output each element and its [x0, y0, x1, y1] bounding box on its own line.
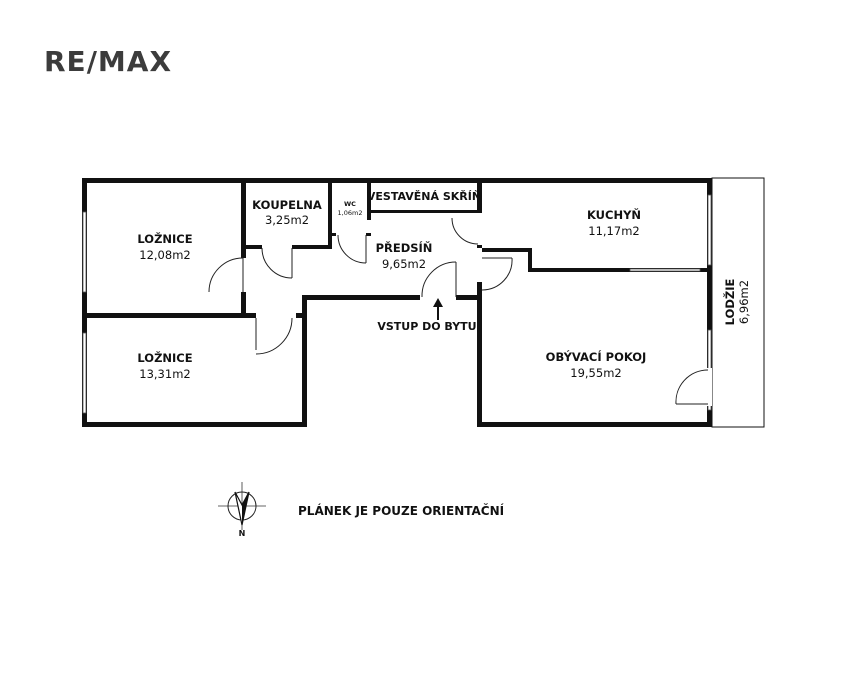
room-area-loznice-1: 12,08m2: [139, 248, 190, 262]
room-name-loznice-2: LOŽNICE: [137, 350, 192, 365]
room-area-predsin: 9,65m2: [382, 257, 426, 271]
room-area-kuchyn: 11,17m2: [588, 224, 639, 238]
remax-logo: RE/MAX: [44, 45, 172, 78]
room-name-predsin: PŘEDSÍŇ: [376, 240, 433, 255]
room-name-loznice-1: LOŽNICE: [137, 231, 192, 246]
compass-icon: [218, 482, 266, 530]
compass-north-label: N: [239, 529, 246, 538]
entrance-label: VSTUP DO BYTU: [377, 320, 476, 333]
entrance-arrow-icon: [433, 298, 443, 320]
room-name-obyvaci-pokoj: OBÝVACÍ POKOJ: [546, 349, 647, 364]
room-area-obyvaci-pokoj: 19,55m2: [570, 366, 621, 380]
room-name-wc: WC: [344, 200, 356, 208]
walls: [82, 177, 765, 428]
disclaimer-note: PLÁNEK JE POUZE ORIENTAČNÍ: [298, 503, 505, 518]
room-area-wc: 1,06m2: [338, 209, 363, 217]
room-name-lodzie: LODŽIE: [722, 279, 737, 326]
room-area-loznice-2: 13,31m2: [139, 367, 190, 381]
lodzie-label: LODŽIE 6,96m2: [722, 279, 751, 326]
room-area-lodzie: 6,96m2: [737, 280, 751, 324]
room-name-koupelna: KOUPELNA: [252, 198, 322, 212]
room-name-skrin: VESTAVĚNÁ SKŘÍŇ: [367, 190, 481, 203]
doors: [208, 213, 712, 406]
room-name-kuchyn: KUCHYŇ: [587, 207, 641, 222]
room-area-koupelna: 3,25m2: [265, 213, 309, 227]
